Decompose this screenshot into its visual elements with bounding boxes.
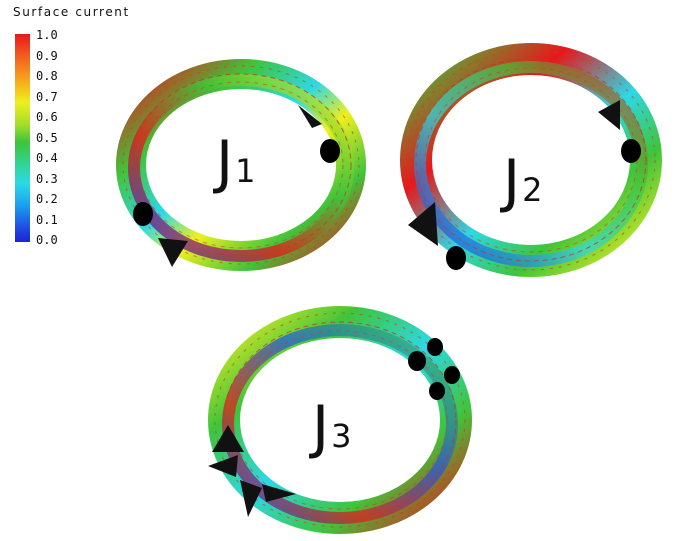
port-dot xyxy=(444,366,460,384)
port-dot xyxy=(429,382,445,400)
ring-label-subscript: 2 xyxy=(522,171,542,209)
ring-label-letter: J xyxy=(503,147,520,215)
ring-label-subscript: 3 xyxy=(331,417,351,455)
port-dot xyxy=(133,202,153,226)
ring-label-letter: J xyxy=(216,128,233,196)
ring-label-j3: J3 xyxy=(312,398,351,456)
ring-label-subscript: 1 xyxy=(235,152,255,190)
ring-label-j1: J1 xyxy=(216,133,255,191)
port-dot xyxy=(427,338,443,356)
port-dot xyxy=(446,246,466,270)
port-dot xyxy=(621,139,641,163)
ring-label-j2: J2 xyxy=(503,152,542,210)
port-dot xyxy=(320,139,340,163)
ring-label-letter: J xyxy=(312,393,329,461)
port-dot xyxy=(408,351,426,371)
